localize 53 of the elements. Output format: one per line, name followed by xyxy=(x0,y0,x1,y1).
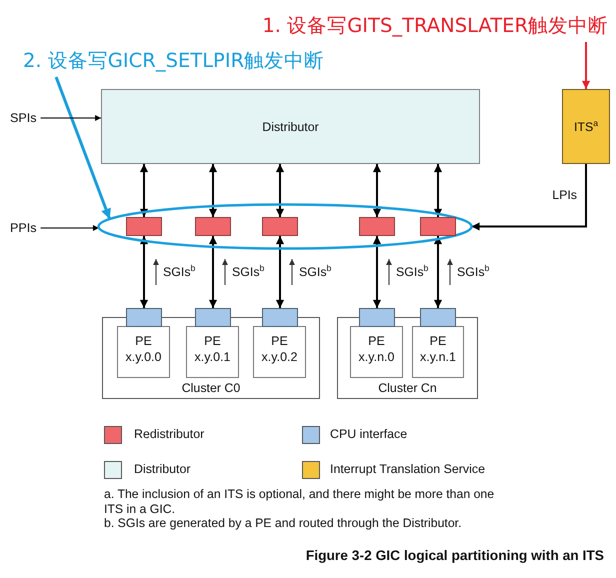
pe-box: PE x.y.0.0 xyxy=(117,326,170,378)
edge-label: SGIs$^{b}$ xyxy=(456,264,490,280)
edge-label: SGIs$^{b}$ xyxy=(298,264,332,280)
cpu-interface-box xyxy=(126,308,162,327)
distributor-box: Distributor xyxy=(101,89,480,164)
double-arrow xyxy=(208,236,218,308)
double-arrow xyxy=(434,164,442,217)
caption: Figure 3-2 GIC logical partitioning with an ITS xyxy=(306,548,604,563)
cpu-interface-box xyxy=(262,308,298,327)
arrow xyxy=(582,42,590,89)
highlight-ellipse xyxy=(97,203,473,250)
footnote: b. SGIs are generated by a PE and routed through the Distributor. xyxy=(104,516,463,530)
cluster-label: Cluster C0 xyxy=(182,381,240,395)
edge-label: SGIs$^{b}$ xyxy=(231,264,266,280)
pe-box: PE x.y.n.0 xyxy=(350,326,403,378)
edge-label: SGIs$^{b}$ xyxy=(395,264,430,280)
pe-box: PE x.y.0.2 xyxy=(253,326,306,378)
redistributor-box xyxy=(195,217,231,236)
double-arrow xyxy=(140,164,148,217)
cpu-interface-box xyxy=(359,308,395,327)
double-arrow xyxy=(140,236,148,308)
double-arrow xyxy=(208,164,218,217)
cluster-label: Cluster Cn xyxy=(378,381,437,395)
arrow xyxy=(40,115,102,121)
signal-label: PPIs xyxy=(10,220,37,236)
legend-text: CPU interface xyxy=(330,427,408,442)
arrow xyxy=(54,76,112,220)
redistributor-box xyxy=(359,217,395,236)
cpu-interface-box xyxy=(420,308,456,327)
cluster-box xyxy=(102,317,320,399)
double-arrow xyxy=(434,236,442,308)
edge-label: SGIs$^{b}$ xyxy=(162,264,196,280)
legend-text: Distributor xyxy=(134,462,190,477)
annotation-text: 1. 设备写GITS_TRANSLATER触发中断 xyxy=(262,10,608,42)
arrow xyxy=(40,225,100,231)
double-arrow xyxy=(276,236,284,308)
redistributor-box xyxy=(420,217,456,236)
double-arrow xyxy=(372,236,382,308)
cpu-interface-box xyxy=(195,308,231,327)
pe-box: PE x.y.0.1 xyxy=(186,326,239,378)
footnote: a. The inclusion of an ITS is optional, and there might be more than one ITS in a GIC. xyxy=(104,487,496,516)
annotation-text: 2. 设备写GICR_SETLPIR触发中断 xyxy=(23,45,324,77)
pe-box: PE x.y.n.1 xyxy=(412,326,464,378)
cluster-box xyxy=(337,317,478,399)
double-arrow xyxy=(372,164,382,217)
legend-text: Redistributor xyxy=(134,427,204,442)
double-arrow xyxy=(276,164,284,217)
redistributor-box xyxy=(126,217,162,236)
signal-label: SPIs xyxy=(10,110,37,126)
redistributor-box xyxy=(262,217,298,236)
arrow xyxy=(472,164,587,231)
its-box: ITS$^{a}$ xyxy=(562,89,610,164)
legend-text: Interrupt Translation Service xyxy=(330,462,485,477)
